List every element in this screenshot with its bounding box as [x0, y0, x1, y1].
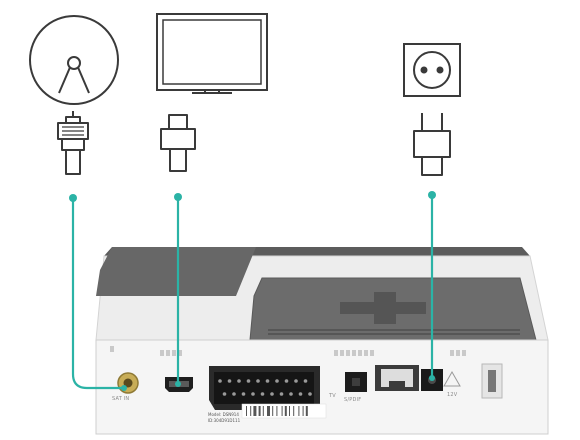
- scart-pin: [265, 379, 270, 383]
- serial-number: ID:304D91D111: [208, 418, 241, 423]
- barcode-bar: [281, 406, 283, 416]
- barcode-bar: [289, 406, 290, 416]
- receiver-box: [95, 247, 549, 435]
- scart-pin: [308, 392, 312, 396]
- barcode-label: [241, 403, 327, 419]
- scart-pin: [260, 392, 265, 396]
- scart-pin: [218, 379, 222, 383]
- scart-pin: [222, 392, 227, 396]
- barcode-bar: [267, 406, 270, 416]
- scart-pin: [227, 379, 232, 383]
- tv-icon: [156, 13, 268, 94]
- barcode-bar: [258, 406, 261, 416]
- barcode-bar: [250, 406, 252, 416]
- scart-pin: [251, 392, 255, 396]
- barcode-bar: [272, 406, 274, 416]
- spdif-label: S/PDIF: [344, 397, 362, 403]
- barcode-bar: [302, 406, 304, 416]
- barcode-bar: [262, 406, 264, 416]
- scart-pin: [256, 379, 260, 383]
- hdmi-plug-icon: [160, 114, 196, 172]
- barcode-bar: [293, 406, 295, 416]
- sat-in-port: [117, 372, 139, 394]
- dc-label: 12V: [447, 392, 458, 398]
- power-plug-icon: [413, 113, 451, 176]
- tv-port-label: TV: [329, 393, 336, 399]
- cross-emblem: [340, 292, 426, 324]
- scart-pin: [298, 392, 303, 396]
- cable-endpoints: [69, 191, 436, 391]
- scart-pin: [275, 379, 279, 383]
- scart-pin: [294, 379, 298, 383]
- barcode-bar: [276, 406, 278, 416]
- barcode-bar: [305, 406, 308, 416]
- sat-in-label: SAT IN: [112, 396, 130, 402]
- barcode-bar: [246, 406, 247, 416]
- scart-pin: [279, 392, 284, 396]
- satellite-dish-icon: [29, 15, 119, 105]
- model-number: Model: DSN914: [208, 412, 239, 417]
- spdif-port: [345, 372, 367, 392]
- scart-pin: [303, 379, 308, 383]
- scart-pin: [246, 379, 251, 383]
- ethernet-port: [375, 365, 419, 391]
- scart-pin: [289, 392, 293, 396]
- coax-plug-icon: [57, 111, 89, 175]
- scart-pin: [237, 379, 241, 383]
- usb-port: [481, 363, 503, 399]
- cable-lines: [71, 196, 434, 390]
- barcode-bar: [253, 406, 257, 416]
- barcode-bar: [284, 406, 287, 416]
- barcode-bar: [298, 406, 300, 416]
- scart-pin: [241, 392, 246, 396]
- scart-pin: [284, 379, 289, 383]
- power-socket-icon: [403, 43, 461, 97]
- scart-pin: [270, 392, 274, 396]
- scart-pin: [232, 392, 236, 396]
- scart-port: [209, 366, 320, 410]
- warning-triangle-icon: [443, 370, 461, 387]
- cable-sat: [71, 198, 122, 390]
- vent-slots: [268, 329, 520, 335]
